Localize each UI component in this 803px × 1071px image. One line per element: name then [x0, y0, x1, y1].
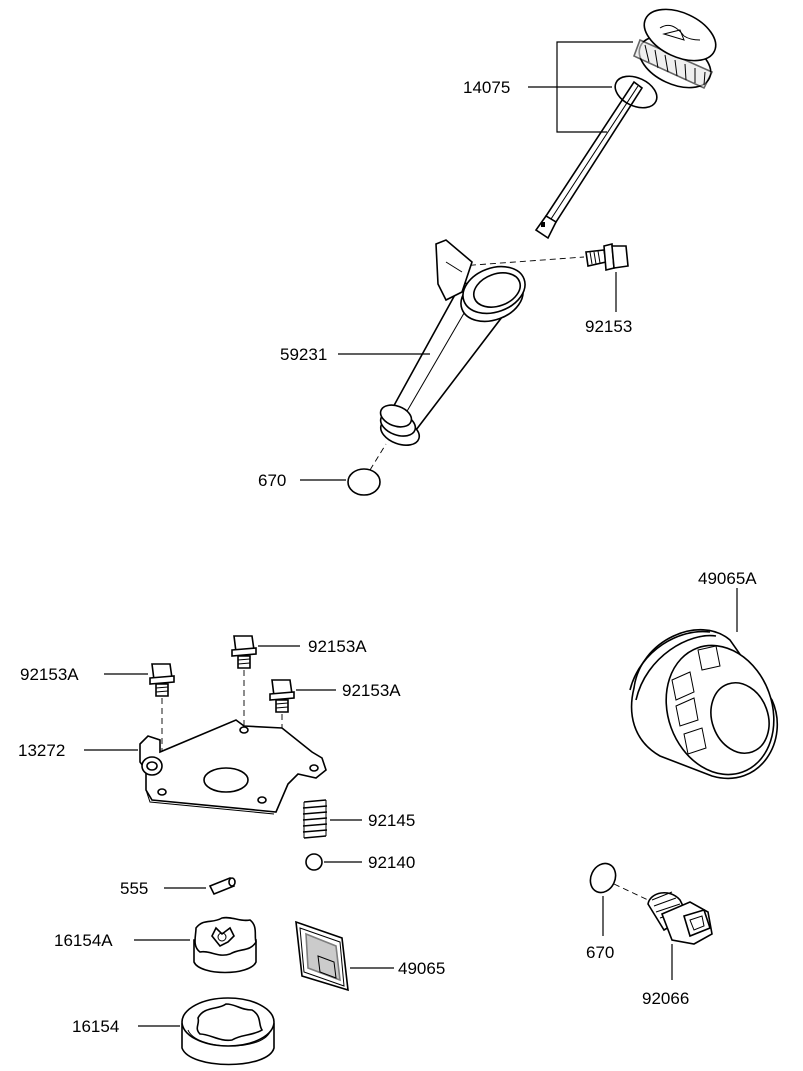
- drain-plug-part: [647, 891, 713, 945]
- label-92153A-2: 92153A: [308, 637, 367, 656]
- label-14075: 14075: [463, 78, 510, 97]
- label-670-drain: 670: [586, 943, 614, 962]
- bolt-92153a-2-part: [231, 635, 257, 669]
- label-92145: 92145: [368, 811, 415, 830]
- ball-92140-part: [305, 853, 323, 871]
- oil-filter-part: [629, 629, 778, 779]
- label-92066: 92066: [642, 989, 689, 1008]
- inner-rotor-part: [193, 916, 257, 974]
- label-13272: 13272: [18, 741, 65, 760]
- label-555: 555: [120, 879, 148, 898]
- spring-92145-part: [302, 799, 328, 839]
- filler-tube-part: [379, 239, 526, 446]
- label-59231: 59231: [280, 345, 327, 364]
- label-16154: 16154: [72, 1017, 119, 1036]
- label-92153A-3: 92153A: [342, 681, 401, 700]
- label-92153: 92153: [585, 317, 632, 336]
- outer-rotor-part: [181, 997, 275, 1066]
- bolt-92153a-1-part: [149, 663, 175, 697]
- bolt-92153-part: [585, 242, 629, 272]
- label-670-top: 670: [258, 471, 286, 490]
- screen-49065-part: [295, 920, 349, 992]
- pin-555-part: [208, 876, 236, 896]
- oring-670-top-part: [347, 468, 381, 496]
- label-92153A-1: 92153A: [20, 665, 79, 684]
- label-92140: 92140: [368, 853, 415, 872]
- dipstick-part: [534, 8, 717, 240]
- label-49065: 49065: [398, 959, 445, 978]
- bolt-92153a-3-part: [269, 679, 295, 713]
- plate-13272-part: [139, 719, 327, 815]
- oring-670-drain-part: [589, 862, 617, 894]
- label-49065A: 49065A: [698, 569, 757, 588]
- label-16154A: 16154A: [54, 931, 113, 950]
